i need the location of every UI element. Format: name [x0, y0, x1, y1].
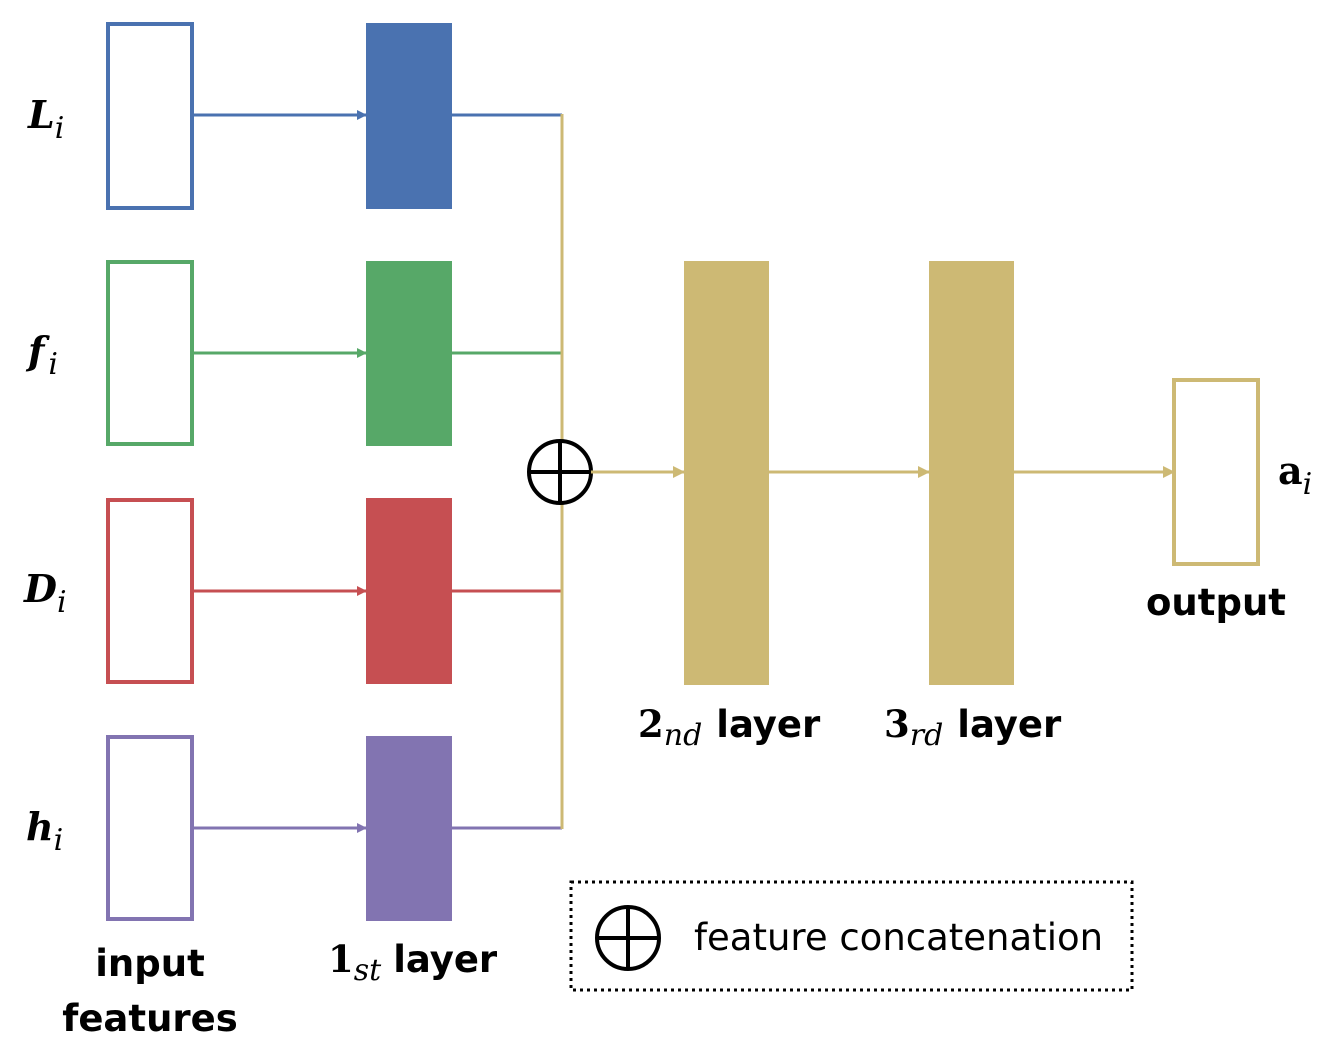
caption-output: output [1146, 581, 1286, 624]
output-symbol: ai [1278, 448, 1312, 502]
input-symbol-h: hi [26, 804, 63, 858]
input-box-L [106, 22, 194, 210]
input-box-f [106, 260, 194, 446]
output-box [1172, 378, 1260, 566]
input-box-D [106, 498, 194, 684]
third-layer-block [929, 261, 1014, 685]
legend-circled-plus-icon [595, 905, 661, 971]
caption-input-line1: input [95, 942, 205, 985]
first-layer-block-f [366, 261, 452, 446]
circled-plus-icon [527, 439, 593, 505]
first-layer-block-L [366, 23, 452, 209]
caption-input-line2: features [62, 997, 238, 1040]
input-symbol-L: Li [27, 92, 64, 146]
input-symbol-D: Di [23, 566, 67, 620]
legend-box: feature concatenation [569, 880, 1134, 992]
input-box-h [106, 735, 194, 921]
first-layer-block-h [366, 736, 452, 921]
second-layer-block [684, 261, 769, 685]
legend-text: feature concatenation [694, 916, 1103, 959]
first-layer-block-D [366, 498, 452, 684]
